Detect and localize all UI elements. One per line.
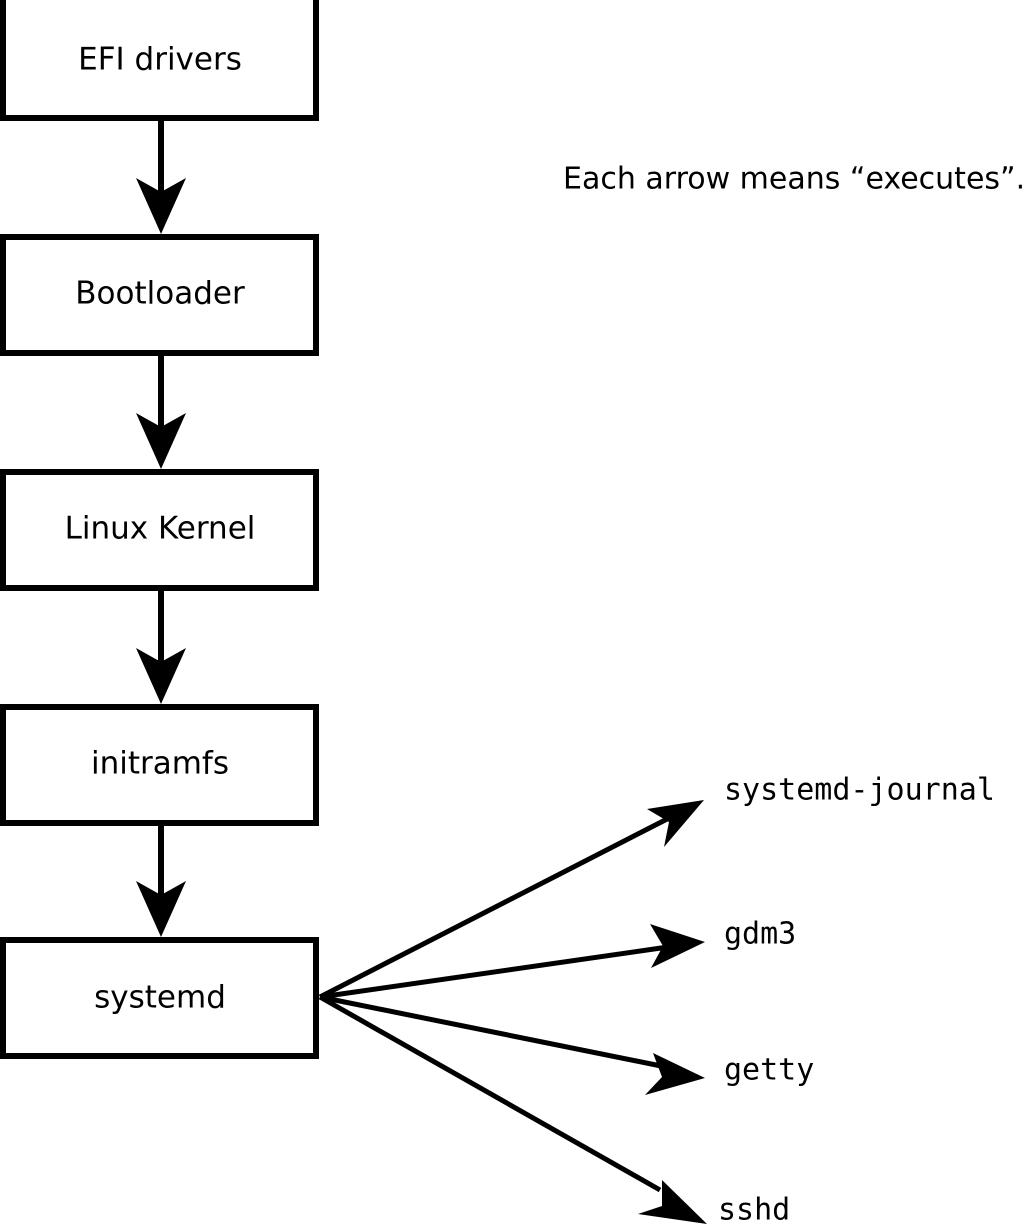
efi-drivers-label: EFI drivers (78, 42, 242, 78)
arrow-head-icon (650, 924, 705, 968)
bootloader-box (0, 234, 319, 356)
initramfs-label: initramfs (91, 746, 229, 782)
arrow-head-icon (645, 1053, 705, 1095)
arrow-head-icon (638, 1180, 707, 1224)
node-systemd[interactable]: systemd (0, 937, 319, 1059)
arrow-bootloader-to-kernel (136, 353, 186, 469)
arrow-head-icon (647, 800, 704, 847)
linux-kernel-label: Linux Kernel (65, 511, 256, 547)
label-getty: getty (724, 1053, 814, 1088)
node-initramfs[interactable]: initramfs (0, 704, 319, 826)
label-systemd-journal: systemd-journal (724, 773, 995, 808)
arrow-head-icon (136, 178, 186, 234)
systemd-box (0, 937, 319, 1059)
arrow-head-icon (136, 648, 186, 704)
arrow-efi-to-bootloader (136, 118, 186, 234)
arrow-systemd-to-sshd (318, 994, 707, 1224)
arrow-systemd-to-gdm3 (319, 924, 705, 1000)
arrow-systemd-to-getty (319, 994, 705, 1095)
arrow-kernel-to-initramfs (136, 588, 186, 704)
efi-drivers-box (0, 0, 319, 121)
bootloader-label: Bootloader (75, 276, 245, 312)
arrow-head-icon (136, 881, 186, 937)
node-linux-kernel[interactable]: Linux Kernel (0, 469, 319, 591)
label-sshd: sshd (718, 1193, 790, 1228)
arrow-head-icon (136, 413, 186, 469)
arrow-initramfs-to-systemd (136, 823, 186, 937)
label-gdm3: gdm3 (724, 917, 796, 952)
initramfs-box (0, 704, 319, 826)
node-bootloader[interactable]: Bootloader (0, 234, 319, 356)
node-efi-drivers[interactable]: EFI drivers (0, 0, 319, 121)
arrow-systemd-to-systemd-journal (318, 800, 704, 1000)
systemd-label: systemd (94, 980, 226, 1016)
legend-note: Each arrow means “executes”. (563, 162, 1023, 197)
